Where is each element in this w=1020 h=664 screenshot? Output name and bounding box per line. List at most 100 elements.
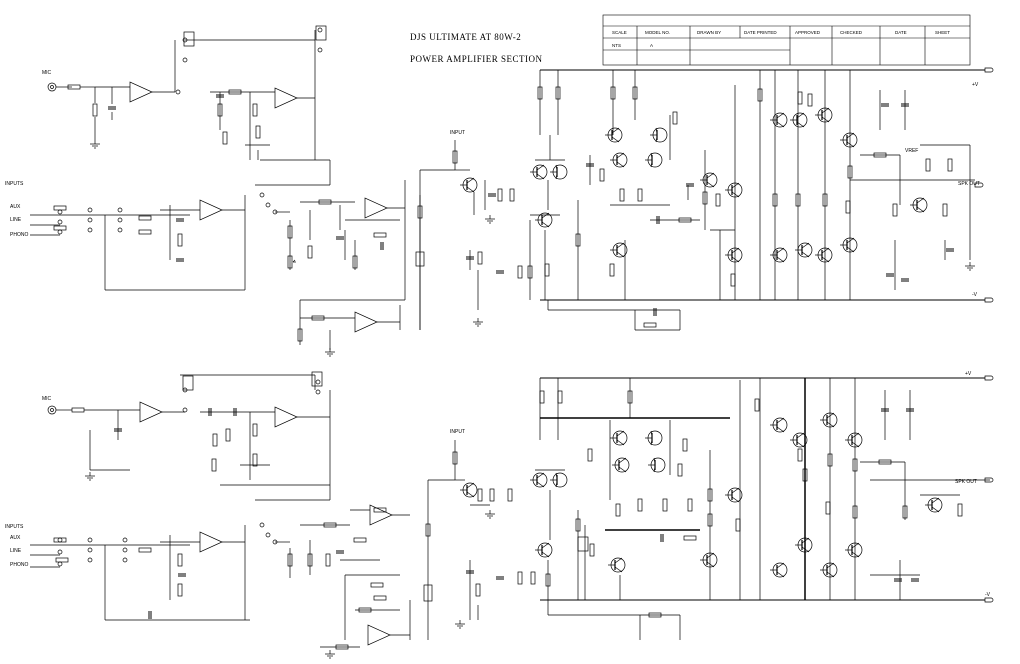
resistor: [589, 543, 595, 557]
switch-contact: [317, 27, 323, 33]
label-phono-top: PHONO: [10, 232, 28, 238]
transistor: [842, 132, 858, 148]
transistor: [552, 472, 568, 488]
label-vee-bottom: -V: [985, 592, 991, 598]
switch-contact: [87, 537, 93, 543]
resistor: [822, 193, 828, 207]
resistor: [53, 537, 67, 543]
resistor: [370, 582, 384, 588]
tb-header-date-printed: DATE PRINTED: [744, 30, 777, 35]
transistor: [702, 172, 718, 188]
resistor: [177, 233, 183, 247]
switch-contact: [317, 47, 323, 53]
terminal: [984, 67, 994, 73]
capacitor: [507, 488, 513, 502]
label-mic-bottom: MIC: [42, 396, 52, 402]
title-block: [602, 14, 971, 66]
switch-contact: [117, 227, 123, 233]
switch-contact: [122, 537, 128, 543]
opamp: [274, 87, 298, 109]
resistor: [67, 84, 81, 90]
resistor: [425, 523, 431, 537]
resistor: [287, 255, 293, 269]
switch-contact: [87, 227, 93, 233]
switch-contact: [122, 547, 128, 553]
resistor: [609, 263, 615, 277]
resistor: [757, 88, 763, 102]
jack-connector: [47, 405, 57, 415]
label-phono-bottom: PHONO: [10, 562, 28, 568]
resistor: [544, 263, 550, 277]
resistor: [632, 86, 638, 100]
resistor: [417, 205, 423, 219]
resistor: [307, 553, 313, 567]
transistor: [612, 242, 628, 258]
resistor: [802, 468, 808, 482]
transistor: [792, 432, 808, 448]
transistor: [772, 562, 788, 578]
resistor: [795, 193, 801, 207]
labels: MIC MIC INPUTS INPUTS AUX LINE PHONO AUX…: [5, 70, 991, 598]
resistor: [545, 573, 551, 587]
switch-contact: [117, 207, 123, 213]
transistor: [537, 542, 553, 558]
opamp: [129, 81, 153, 103]
resistor: [772, 193, 778, 207]
label-inputs-top: INPUTS: [5, 181, 24, 187]
resistor: [797, 91, 803, 105]
transistor: [797, 242, 813, 258]
transistor: [912, 197, 928, 213]
resistor: [735, 518, 741, 532]
resistor: [358, 607, 372, 613]
switch-contact: [182, 57, 188, 63]
label-vcc-top: +V: [972, 82, 979, 88]
terminal: [984, 297, 994, 303]
capacitor: [325, 553, 331, 567]
transistor: [610, 557, 626, 573]
transistor: [727, 247, 743, 263]
resistor: [637, 498, 643, 512]
resistor: [925, 158, 931, 172]
jack-connector: [47, 82, 57, 92]
tb-header-scale: SCALE: [612, 30, 627, 35]
resistor: [707, 513, 713, 527]
switch-contact: [57, 549, 63, 555]
switch-contact: [87, 557, 93, 563]
resistor: [648, 612, 662, 618]
resistor: [222, 131, 228, 145]
resistor: [557, 390, 563, 404]
transistor: [772, 112, 788, 128]
resistor: [587, 448, 593, 462]
tb-value-scale: NTS: [612, 43, 621, 48]
label-line-top: LINE: [10, 217, 22, 223]
switch-contact: [122, 557, 128, 563]
resistor: [827, 453, 833, 467]
capacitor: [274, 406, 298, 428]
capacitor: [307, 245, 313, 259]
resistor: [55, 557, 69, 563]
resistor: [353, 537, 367, 543]
capacitor: [138, 547, 152, 553]
resistor: [287, 553, 293, 567]
capacitor: [92, 103, 98, 117]
resistor: [957, 503, 963, 517]
transistor: [462, 482, 478, 498]
transistor: [797, 537, 813, 553]
transistor: [792, 112, 808, 128]
resistor: [373, 595, 387, 601]
transistor: [847, 542, 863, 558]
jack-pin: [50, 408, 54, 412]
resistor: [682, 438, 688, 452]
resistor: [138, 229, 152, 235]
transistor: [702, 552, 718, 568]
opamp: [364, 197, 388, 219]
jack-pin: [50, 85, 54, 89]
capacitor: [228, 89, 242, 95]
opamp: [139, 401, 163, 423]
tb-header-model: MODEL NO.: [645, 30, 670, 35]
capacitor: [373, 232, 387, 238]
switch-contact: [272, 209, 278, 215]
resistor: [297, 328, 303, 342]
resistor: [212, 433, 218, 447]
transistor: [817, 247, 833, 263]
